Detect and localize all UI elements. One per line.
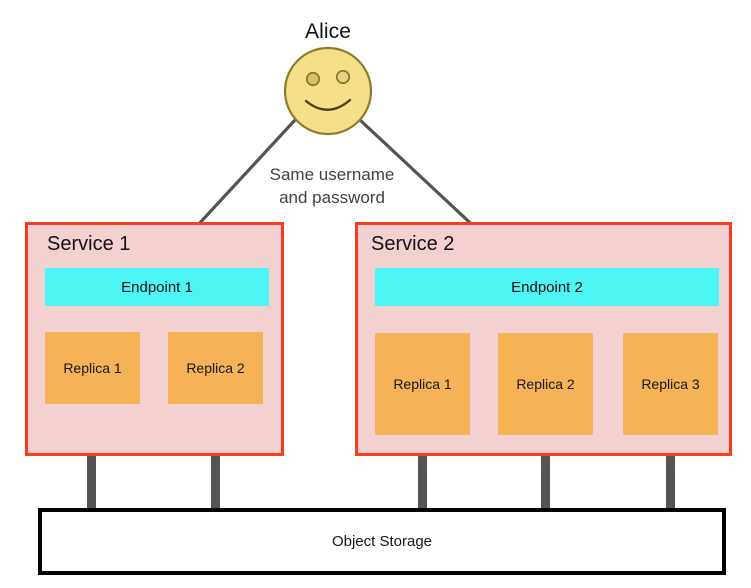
endpoint-1-box[interactable]: Endpoint 1 [45, 268, 269, 306]
actor-label-alice: Alice [304, 20, 352, 43]
connector-s2replica1-to-storage [418, 433, 427, 510]
connection-caption-line-2: and password [279, 188, 385, 207]
service-2-replica-1[interactable]: Replica 1 [375, 333, 470, 435]
connector-s2replica3-to-storage [666, 433, 675, 510]
connection-caption: Same username and password [232, 163, 432, 209]
object-storage-box[interactable]: Object Storage [38, 508, 726, 575]
connection-caption-line-1: Same username [269, 165, 395, 184]
service-1-title: Service 1 [47, 233, 131, 255]
endpoint-2-box[interactable]: Endpoint 2 [375, 268, 719, 306]
service-1-replica-1[interactable]: Replica 1 [45, 332, 140, 404]
connector-s1replica1-to-storage [87, 402, 96, 510]
service-2-replica-2[interactable]: Replica 2 [498, 333, 593, 435]
service-2-title: Service 2 [371, 233, 455, 255]
service-2-replica-3[interactable]: Replica 3 [623, 333, 718, 435]
smiley-face-icon [283, 46, 373, 136]
connector-s2replica2-to-storage [541, 433, 550, 510]
connector-s1replica2-to-storage [211, 402, 220, 510]
service-1-replica-2[interactable]: Replica 2 [168, 332, 263, 404]
